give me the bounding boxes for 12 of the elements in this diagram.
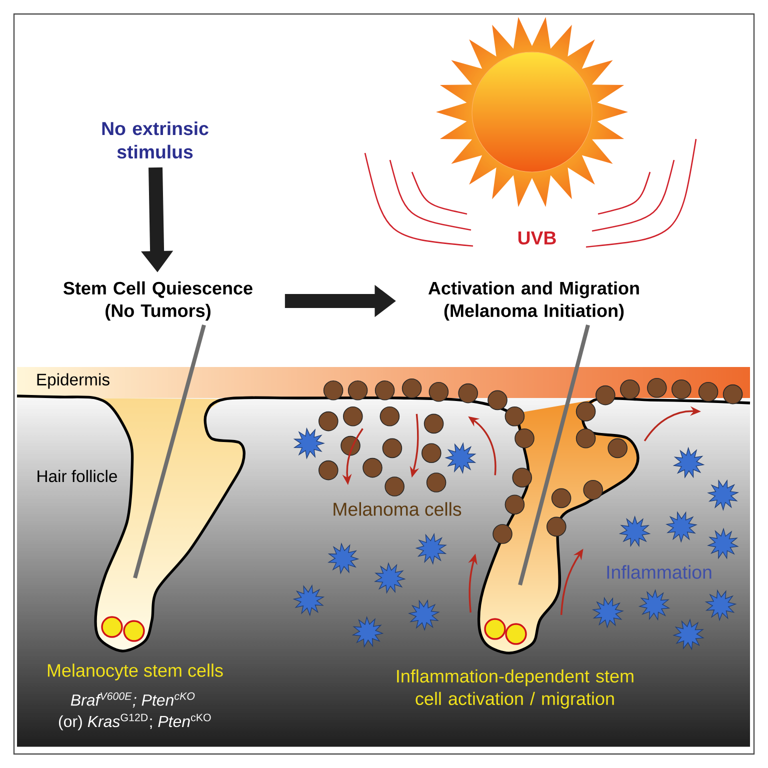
stimulus-text: No extrinsic stimulus bbox=[102, 121, 208, 159]
region-label: Epidermis bbox=[37, 373, 110, 389]
state-text: Activation and Migration (Melanoma Initiation) bbox=[428, 281, 639, 321]
region-label: Melanoma cells bbox=[334, 502, 462, 516]
genotype-text: (or) Kras$^{G12D}$; Pten$^{cKO}$ bbox=[59, 714, 211, 730]
uvb-label: UVB bbox=[518, 232, 556, 245]
region-label: Inflammation bbox=[607, 565, 712, 579]
state-text: Stem Cell Quiescence (No Tumors) bbox=[63, 281, 252, 321]
genotype-text: Braf$^{V600E}$; Pten$^{cKO}$ bbox=[70, 692, 195, 708]
caption-text: Inflammation-dependent stem cell activation / migration bbox=[397, 669, 634, 709]
stem-cell-label: Melanocyte stem cells bbox=[48, 664, 223, 680]
region-label: Hair follicle bbox=[38, 470, 117, 482]
